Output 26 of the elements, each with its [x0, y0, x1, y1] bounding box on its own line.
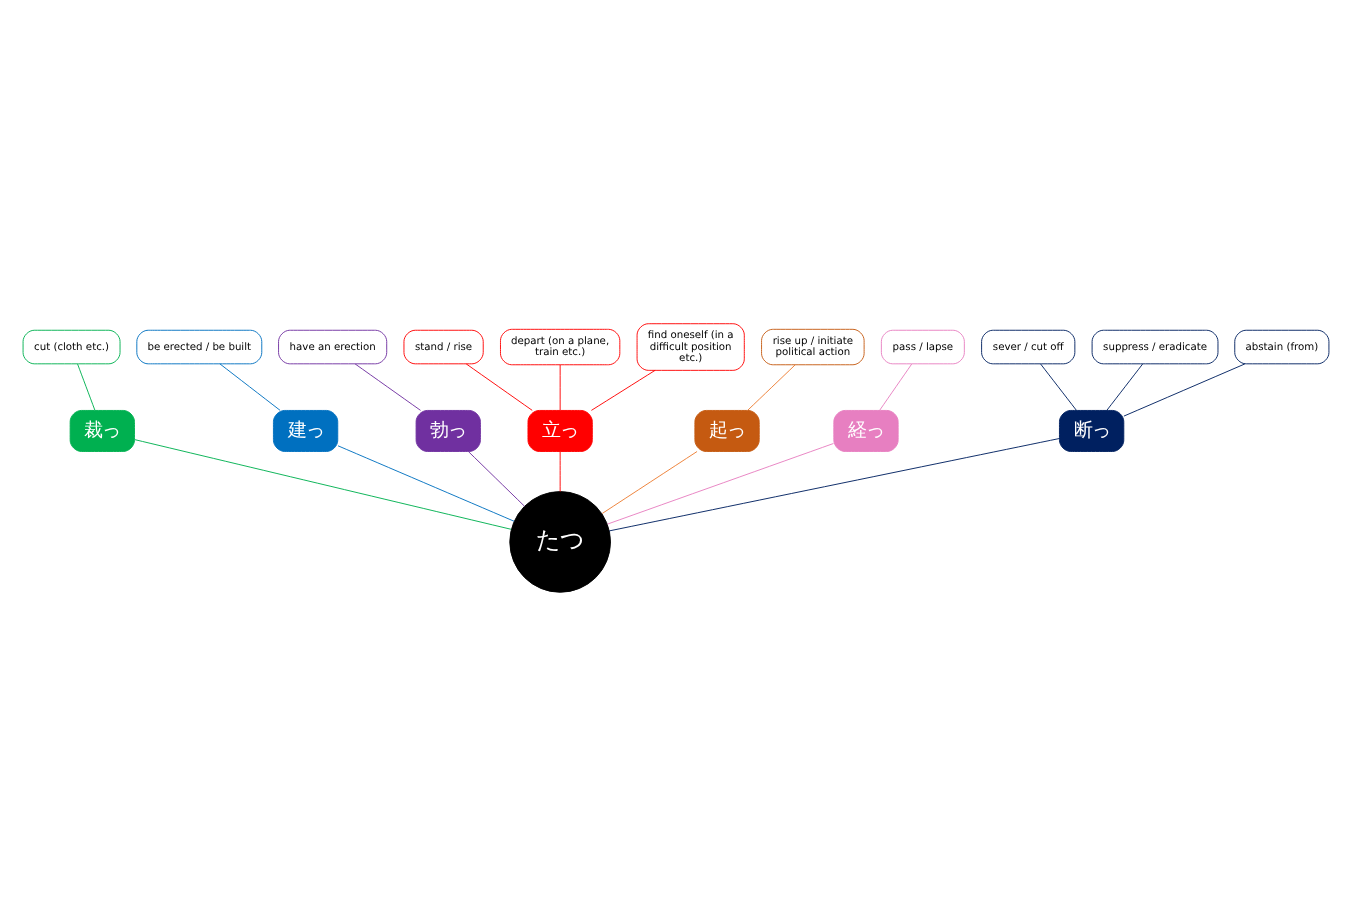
- connector: [607, 443, 834, 525]
- connector: [465, 363, 533, 411]
- node-box: 立っ: [527, 410, 593, 452]
- connector: [1123, 363, 1246, 417]
- node-box: 経っ: [833, 410, 899, 452]
- connector: [1106, 363, 1144, 411]
- node-box: 建っ: [272, 410, 339, 452]
- connector: [134, 439, 512, 530]
- connector: [337, 445, 515, 522]
- connector: [1040, 363, 1077, 411]
- connector: [467, 451, 525, 507]
- node-circle: たつ: [509, 491, 611, 593]
- connector: [608, 438, 1060, 532]
- connector: [77, 363, 96, 411]
- connector: [879, 363, 913, 411]
- node-box: 裁っ: [69, 410, 135, 452]
- connector: [559, 451, 561, 492]
- connector: [601, 451, 698, 514]
- node-box: 起っ: [694, 410, 760, 452]
- node-box: 勃っ: [415, 410, 481, 452]
- connector: [354, 363, 422, 411]
- connector: [559, 364, 561, 411]
- connector: [219, 363, 281, 411]
- connector: [747, 364, 796, 411]
- node-box: 断っ: [1059, 410, 1125, 452]
- connector: [590, 369, 656, 411]
